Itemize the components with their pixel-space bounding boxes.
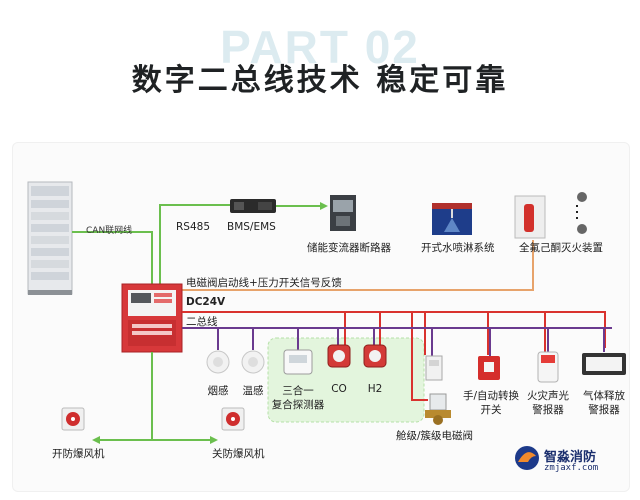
smoke-detector-icon	[206, 350, 230, 374]
brand-url: zmjaxf.com	[544, 463, 599, 473]
can-link-label: CAN联网线	[86, 226, 133, 236]
manual-auto-label-line1: 手/自动转换	[462, 390, 520, 402]
alarm-icon	[537, 351, 559, 383]
rs485-label: RS485	[176, 221, 211, 233]
manual-auto-switch-icon	[478, 356, 500, 380]
dc24v-label: DC24V	[186, 296, 226, 308]
h2-detector-icon	[363, 344, 387, 368]
server-cabinet	[27, 181, 73, 295]
page-title: 数字二总线技术 稳定可靠	[131, 63, 509, 98]
h2-label: H2	[367, 383, 383, 395]
alarm-label-line1: 火灾声光	[527, 390, 569, 402]
brand-logo-icon	[515, 446, 539, 470]
gas-release-label-line2: 警报器	[588, 404, 620, 416]
bms-device	[230, 199, 276, 213]
alarm-label-line2: 警报器	[532, 404, 564, 416]
controller-panel	[121, 283, 183, 353]
sprinkler-image	[432, 203, 472, 235]
solenoid-valve-icon	[425, 393, 451, 425]
composite-label-line1: 三合一	[282, 385, 314, 397]
two-wire-bus-label: 二总线	[186, 316, 218, 328]
valve-label: 舱级/簇级电磁阀	[396, 430, 474, 442]
rs485-line	[159, 204, 230, 290]
gas-release-alarm-icon	[582, 353, 626, 375]
breaker-device	[330, 195, 356, 231]
temp-label: 温感	[242, 385, 264, 397]
gas-release-label-line1: 气体释放	[583, 390, 625, 402]
extinguisher-device	[514, 192, 587, 239]
watermark-text: PART 02	[220, 21, 420, 73]
temp-detector-icon	[241, 350, 265, 374]
sprinkler-label: 开式水喷淋系统	[421, 242, 495, 254]
breaker-label: 储能变流器断路器	[307, 242, 391, 254]
valve-feed-line	[411, 312, 428, 401]
co-detector-icon	[327, 344, 351, 368]
brand-name: 智淼消防	[544, 450, 597, 465]
fan-close-label: 关防爆风机	[212, 448, 265, 460]
can-link-line	[72, 231, 153, 290]
solenoid-feedback-line	[180, 240, 534, 291]
manual-auto-label-line2: 开关	[480, 404, 502, 416]
composite-detector-icon	[283, 349, 313, 375]
smoke-label: 烟感	[207, 385, 229, 397]
fan-close-icon	[221, 407, 245, 431]
fan-open-label: 开防爆风机	[52, 448, 105, 460]
solenoid-feedback-label: 电磁阀启动线+压力开关信号反馈	[186, 277, 342, 289]
bms-ems-label: BMS/EMS	[227, 221, 276, 233]
switch-module-icon	[425, 355, 443, 381]
co-label: CO	[331, 383, 347, 395]
composite-label-line2: 复合探测器	[271, 399, 325, 411]
fan-open-icon	[61, 407, 85, 431]
extinguisher-label: 全氟己酮灭火装置	[519, 242, 603, 254]
